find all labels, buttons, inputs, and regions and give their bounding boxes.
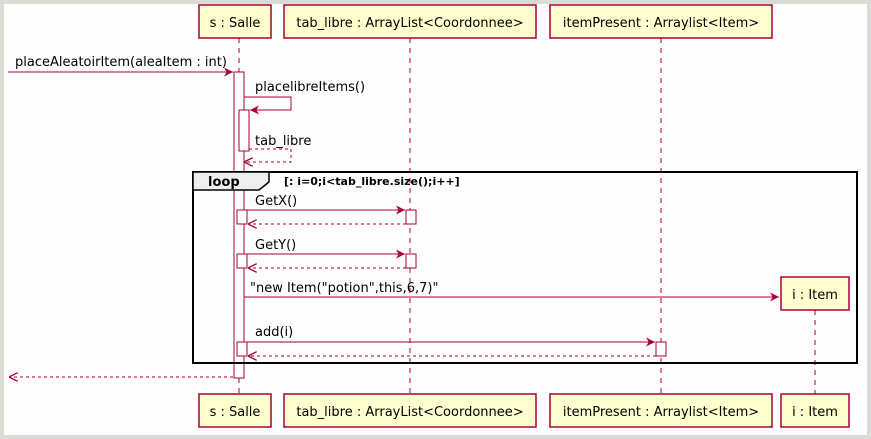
message-gety-label: GetY(): [255, 238, 296, 253]
participant-item-present-top: itemPresent : Arraylist<Item>: [549, 4, 773, 39]
participant-salle-label: s : Salle: [210, 16, 261, 31]
activation-salle-placelibre: [238, 109, 250, 152]
message-new-item: "new Item("potion",this,6,7)": [244, 281, 779, 302]
participant-item-created-label: i : Item: [792, 288, 838, 303]
participant-salle-top: s : Salle: [198, 4, 272, 39]
loop-fragment: loop [: i=0;i<tab_libre.size();i++]: [192, 171, 858, 364]
message-place-aleatoire: placeAleatoirItem(aleaItem : int): [8, 55, 233, 77]
participant-item-present-label: itemPresent : Arraylist<Item>: [563, 16, 759, 31]
message-place-aleatoire-label: placeAleatoirItem(aleaItem : int): [15, 55, 227, 70]
participant-tab-libre-top: tab_libre : ArrayList<Coordonnee>: [283, 4, 537, 39]
participant-tab-libre-bottom-label: tab_libre : ArrayList<Coordonnee>: [296, 405, 523, 420]
activation-salle-main: [233, 71, 245, 379]
participant-salle-bottom: s : Salle: [198, 393, 272, 428]
message-tab-libre-return-label: tab_libre: [255, 134, 311, 149]
activation-salle-gety: [236, 253, 248, 269]
message-getx-label: GetX(): [255, 194, 297, 209]
participant-item-bottom: i : Item: [780, 393, 850, 428]
participant-item-present-bottom-label: itemPresent : Arraylist<Item>: [563, 405, 759, 420]
message-place-libre: placelibreItems(): [244, 80, 365, 115]
message-add: add(i): [244, 325, 655, 347]
participant-tab-libre-bottom: tab_libre : ArrayList<Coordonnee>: [283, 393, 537, 428]
activation-tab-libre-gety: [405, 253, 417, 269]
message-new-item-label: "new Item("potion",this,6,7)": [250, 281, 438, 296]
participant-item-bottom-label: i : Item: [792, 405, 838, 420]
message-tab-libre-return: tab_libre: [244, 134, 311, 162]
loop-condition: [: i=0;i<tab_libre.size();i++]: [284, 175, 460, 188]
loop-keyword: loop: [208, 175, 240, 190]
activation-tab-libre-getx: [405, 209, 417, 225]
message-gety: GetY(): [244, 238, 405, 259]
activation-salle-add: [236, 341, 248, 357]
message-add-label: add(i): [255, 325, 293, 340]
participant-salle-bottom-label: s : Salle: [210, 405, 261, 420]
participant-tab-libre-label: tab_libre : ArrayList<Coordonnee>: [296, 16, 523, 31]
activation-salle-getx: [236, 209, 248, 225]
participant-item-present-bottom: itemPresent : Arraylist<Item>: [549, 393, 773, 428]
message-getx: GetX(): [244, 194, 405, 215]
activation-item-present-add: [655, 341, 667, 357]
participant-item-created: i : Item: [780, 276, 850, 311]
message-place-libre-label: placelibreItems(): [255, 80, 365, 95]
loop-tab: [192, 171, 270, 191]
